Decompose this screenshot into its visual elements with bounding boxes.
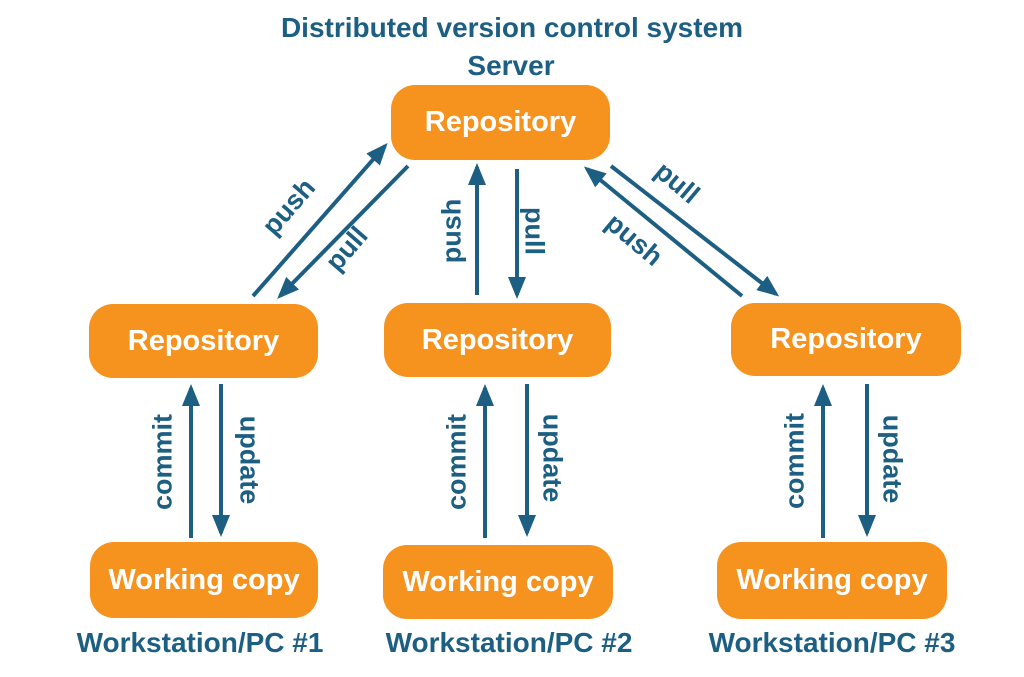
working-copy-node-1: Working copy	[90, 542, 318, 618]
workstation-caption-2: Workstation/PC #2	[385, 627, 633, 658]
pull-label-middle: pull	[519, 207, 550, 255]
working-copy-node-3: Working copy	[717, 542, 947, 619]
repository-node-3: Repository	[731, 303, 961, 376]
commit-label-1: commit	[147, 413, 178, 511]
server-repository-node: Repository	[391, 85, 610, 160]
workstation-caption-1: Workstation/PC #1	[76, 627, 324, 658]
commit-label-3: commit	[779, 412, 810, 510]
commit-label-2: commit	[441, 413, 472, 511]
diagram-title: Distributed version control system	[280, 12, 744, 43]
update-label-2: update	[537, 413, 568, 503]
push-label-middle: push	[436, 198, 467, 264]
pull-arrow-server-to-repo3	[609, 164, 780, 297]
workstation-caption-3: Workstation/PC #3	[708, 627, 956, 658]
update-label-1: update	[234, 415, 265, 505]
update-label-3: update	[877, 414, 908, 504]
server-caption: Server	[467, 50, 555, 81]
push-arrow-repo3-to-server	[583, 166, 744, 298]
pull-arrow-server-to-repo1	[277, 164, 410, 299]
working-copy-node-2: Working copy	[383, 545, 613, 619]
push-arrow-repo1-to-server	[251, 142, 388, 298]
repository-node-1: Repository	[89, 304, 318, 378]
repository-node-2: Repository	[384, 303, 611, 377]
